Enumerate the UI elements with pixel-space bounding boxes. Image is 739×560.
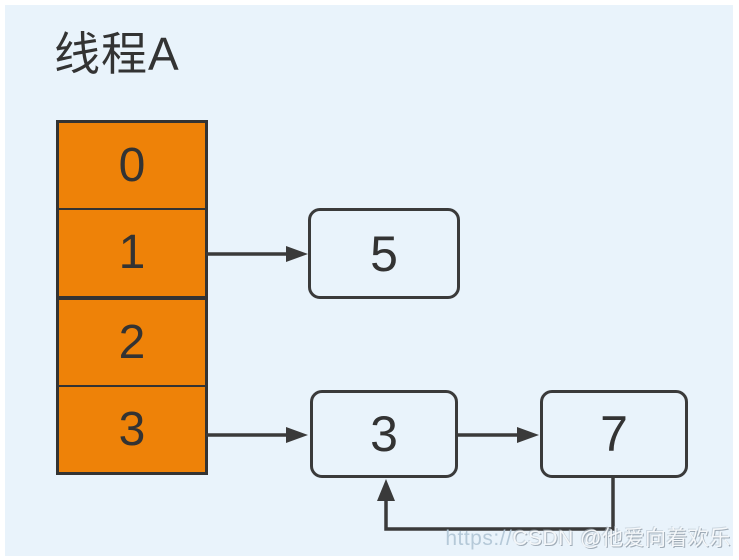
slot-array: 0 1 2 3 [56,120,208,475]
array-cell-3: 3 [59,387,205,472]
node-7-label: 7 [600,406,628,462]
array-cell-0-label: 0 [118,139,146,193]
array-cell-3-label: 3 [118,402,146,456]
array-cell-2: 2 [59,300,205,387]
array-cell-1-label: 1 [118,226,146,280]
node-5-label: 5 [370,225,398,282]
diagram-title: 线程A [54,28,180,80]
node-5: 5 [308,208,460,299]
array-cell-2-label: 2 [118,315,146,369]
watermark-text: CSDN @他爱向着欢乐 [512,527,731,550]
node-3-label: 3 [370,406,398,462]
watermark: https://CSDN @他爱向着欢乐 [445,522,731,552]
array-cell-0: 0 [59,123,205,211]
array-cell-1: 1 [59,210,205,300]
watermark-url-prefix: https:// [445,527,513,550]
node-3: 3 [310,390,458,478]
node-7: 7 [540,390,688,478]
